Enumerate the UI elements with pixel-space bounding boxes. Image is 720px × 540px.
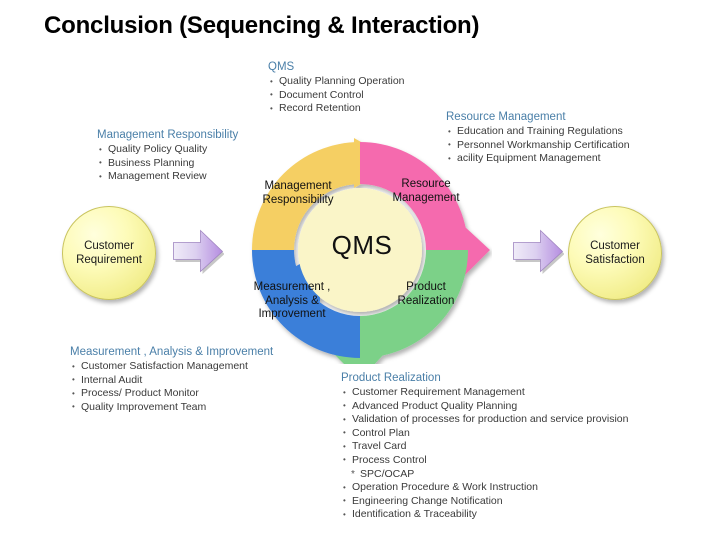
annotation-block-management-responsibility: Management Responsibility Quality Policy…	[97, 128, 238, 184]
list-item: Advanced Product Quality Planning	[341, 399, 628, 414]
list-item: Internal Audit	[70, 373, 273, 388]
annotation-heading-measurement-analysis-improvement: Measurement , Analysis & Improvement	[70, 346, 274, 358]
list-item: Customer Requirement Management	[341, 386, 628, 400]
flow-arrow-right-out-icon	[512, 228, 565, 274]
list-item: acility Equipment Management	[446, 152, 630, 166]
circle-customer-requirement-label: Customer Requirement	[76, 240, 142, 266]
list-item: Record Retention	[268, 102, 405, 116]
circle-customer-requirement: Customer Requirement	[62, 206, 156, 300]
cycle-segment-product-realization	[360, 250, 468, 358]
annotation-block-product-realization: Product Realization Customer Requirement…	[341, 371, 628, 522]
cycle-center-disc	[298, 188, 422, 312]
flow-arrow-right-icon	[172, 228, 225, 274]
annotation-list-resource-management: Education and Training Regulations Perso…	[446, 125, 630, 166]
annotation-list-product-realization: Customer Requirement Management Advanced…	[341, 386, 628, 522]
list-item: Quality Improvement Team	[70, 400, 273, 415]
list-item: Business Planning	[97, 156, 238, 171]
cycle-segment-resource-management-arrowhead	[464, 226, 490, 276]
annotation-block-qms: QMS Quality Planning Operation Document …	[268, 60, 405, 116]
list-item: Document Control	[268, 88, 405, 103]
annotation-block-measurement-analysis-improvement: Measurement , Analysis & Improvement Cus…	[70, 345, 273, 414]
annotation-list-qms: Quality Planning Operation Document Cont…	[268, 75, 405, 116]
list-item: Process Control	[341, 453, 628, 468]
list-item: Identification & Traceability	[341, 508, 628, 522]
list-item: Control Plan	[341, 426, 628, 441]
list-item: Validation of processes for production a…	[341, 413, 628, 427]
circle-customer-satisfaction-label: Customer Satisfaction	[585, 240, 645, 266]
annotation-list-management-responsibility: Quality Policy Quality Business Planning…	[97, 143, 238, 184]
list-item: Education and Training Regulations	[446, 125, 630, 139]
list-item: Engineering Change Notification	[341, 494, 628, 509]
list-item: Process/ Product Monitor	[70, 387, 273, 401]
list-item: Personnel Workmanship Certification	[446, 138, 630, 153]
annotation-heading-product-realization: Product Realization	[341, 372, 441, 384]
qms-cycle-diagram: Management Responsibility Resource Manag…	[228, 136, 492, 364]
list-item: Customer Satisfaction Management	[70, 360, 273, 374]
annotation-list-measurement-analysis-improvement: Customer Satisfaction Management Interna…	[70, 360, 273, 414]
list-item: Operation Procedure & Work Instruction	[341, 481, 628, 495]
list-item: Management Review	[97, 170, 238, 184]
circle-customer-satisfaction: Customer Satisfaction	[568, 206, 662, 300]
page-title: Conclusion (Sequencing & Interaction)	[44, 12, 480, 39]
list-item: Quality Planning Operation	[268, 75, 405, 89]
annotation-heading-qms: QMS	[268, 61, 295, 73]
annotation-heading-resource-management: Resource Management	[446, 111, 566, 123]
annotation-block-resource-management: Resource Management Education and Traini…	[446, 110, 630, 166]
cycle-segment-resource-management	[360, 142, 468, 250]
list-item: Travel Card	[341, 440, 628, 454]
list-item: Quality Policy Quality	[97, 143, 238, 157]
annotation-heading-management-responsibility: Management Responsibility	[97, 129, 239, 141]
cycle-segment-management-responsibility	[252, 142, 360, 250]
list-item-sub: SPC/OCAP	[341, 468, 628, 482]
